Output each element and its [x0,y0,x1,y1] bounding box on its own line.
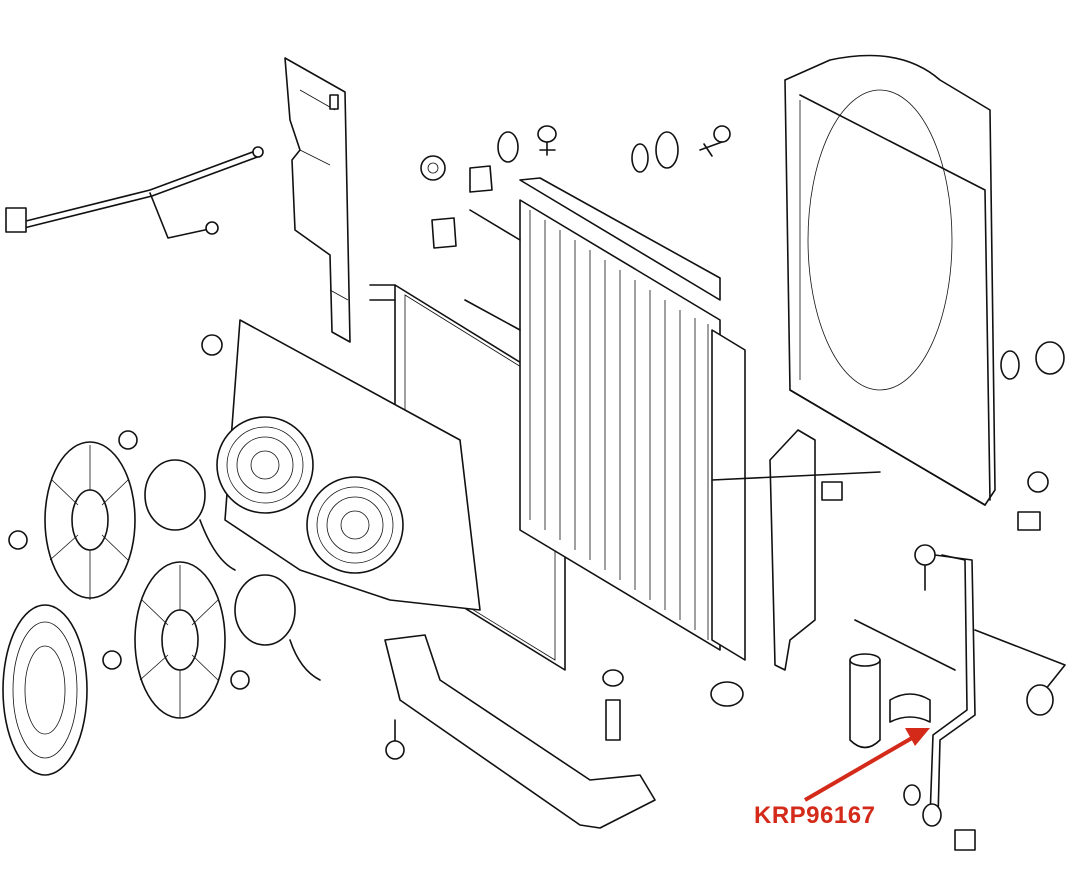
part-number-label: KRP96167 [754,802,876,829]
fan-blade-upper [44,441,136,600]
fan-motor-lower [234,574,321,681]
receiver-drier [849,653,881,749]
fan-shroud [784,54,996,506]
radiator [464,177,746,661]
air-guide-panel [284,57,351,343]
mounting-grommets-top [420,125,731,249]
side-bracket [711,429,881,671]
right-hardware [1000,341,1065,531]
twin-fan-housing [201,319,481,611]
bolts-left [8,430,250,690]
ac-line-krp96167 [854,544,1066,851]
fan-motor-upper [144,459,236,571]
drier-clamp [889,693,931,723]
callout-arrow [803,728,930,802]
fan-guard-lower-left [2,604,88,776]
lower-support-bracket [384,634,656,829]
drain-plug-parts [602,669,744,741]
wiring-harness [5,146,264,239]
fan-blade-lower [134,561,226,719]
